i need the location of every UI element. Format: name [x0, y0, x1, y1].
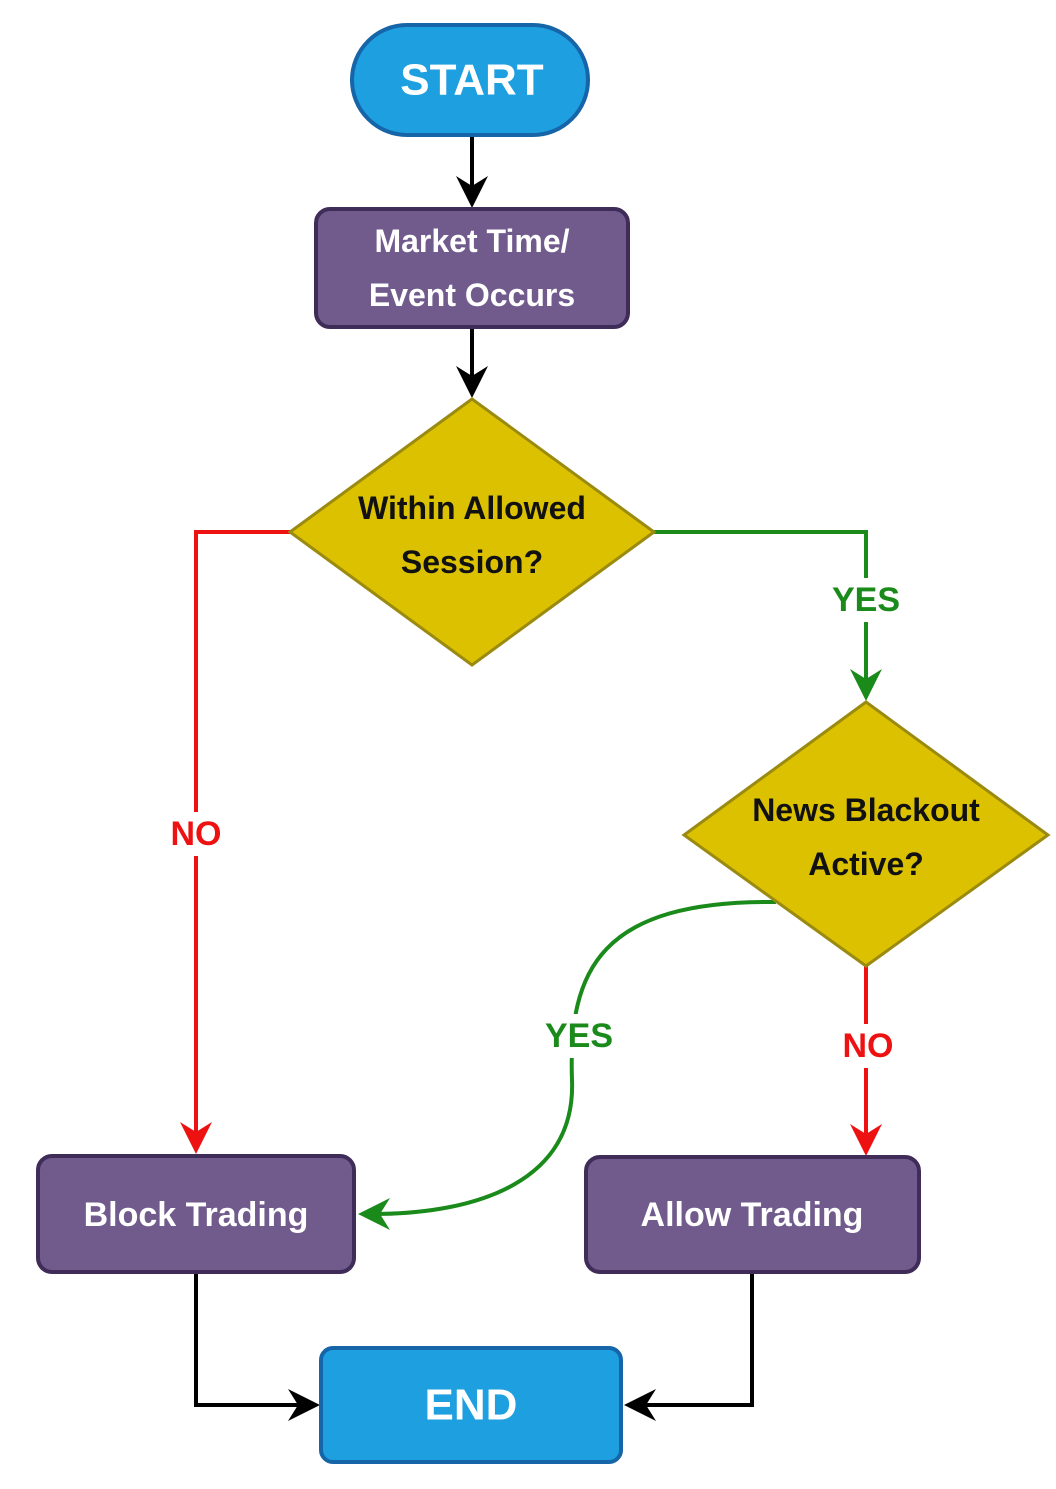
news-decision-line1: News Blackout: [752, 792, 980, 828]
market-event-line2: Event Occurs: [369, 277, 575, 313]
block-trading-node[interactable]: Block Trading: [36, 1154, 356, 1274]
edge-label-news-no: NO: [843, 1027, 894, 1065]
edge-session-yes: YES: [654, 530, 908, 701]
allow-trading-label: Allow Trading: [641, 1196, 864, 1234]
start-node[interactable]: START: [350, 23, 590, 137]
start-label: START: [400, 56, 544, 105]
allow-trading-node[interactable]: Allow Trading: [584, 1155, 921, 1274]
edge-session-no: NO: [160, 530, 290, 1154]
edge-news-yes: YES: [358, 899, 777, 1230]
edge-allow-to-end: [624, 1272, 754, 1421]
edge-market-to-session: [456, 328, 488, 398]
edge-start-to-market: [456, 136, 488, 208]
end-node[interactable]: END: [319, 1346, 623, 1464]
session-decision-line2: Session?: [401, 544, 543, 580]
market-event-node[interactable]: Market Time/ Event Occurs: [314, 207, 630, 329]
edge-label-news-yes: YES: [545, 1017, 613, 1055]
session-decision-node[interactable]: Within Allowed Session?: [287, 397, 657, 667]
news-decision-line2: Active?: [808, 846, 924, 882]
edge-news-no: NO: [832, 966, 904, 1156]
session-decision-line1: Within Allowed: [358, 490, 586, 526]
market-event-line1: Market Time/: [374, 223, 569, 259]
edge-label-session-yes: YES: [832, 581, 900, 619]
news-decision-node[interactable]: News Blackout Active?: [681, 700, 1051, 968]
edge-block-to-end: [194, 1272, 320, 1421]
edge-label-session-no: NO: [171, 815, 222, 853]
end-label: END: [425, 1381, 518, 1430]
block-trading-label: Block Trading: [84, 1196, 309, 1234]
